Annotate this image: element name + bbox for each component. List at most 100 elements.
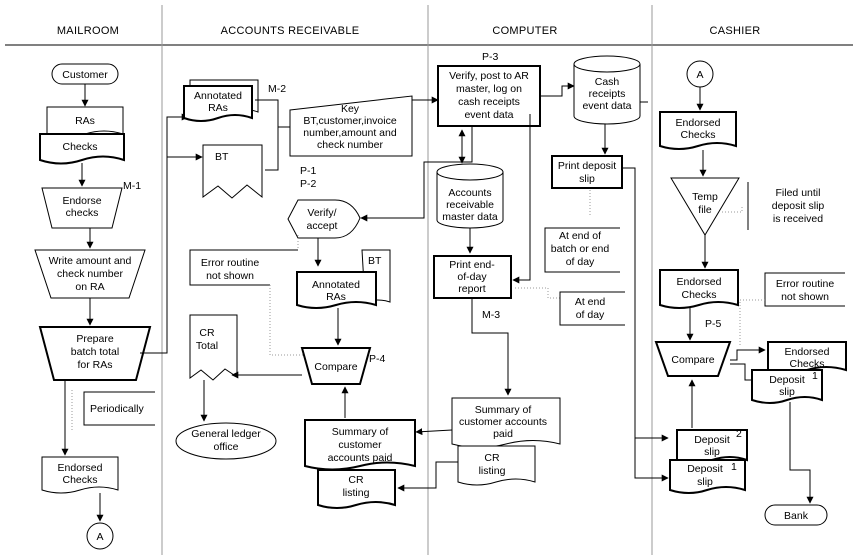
- temp-file-storage: Temp file: [670, 177, 740, 236]
- endorsed-checks-mailroom-label-1: Endorsed: [58, 462, 103, 474]
- cash-receipts-disk: Cash receipts event data: [573, 55, 641, 125]
- error-routine-annotation-ar: Error routine not shown: [189, 235, 305, 356]
- arrow-print-slip-deposit-1: [634, 438, 669, 482]
- annotated-ras-bottom-label-2: RAs: [326, 291, 346, 303]
- connector-a-cashier-label: A: [696, 69, 703, 81]
- lane-frame: [5, 5, 853, 555]
- write-amount-label-1: Write amount and: [49, 255, 132, 267]
- arrow-cr-listing-to-ar: [397, 461, 458, 492]
- compare-manual-op-ar: Compare: [300, 347, 372, 385]
- ref-p1: P-1: [300, 165, 317, 177]
- print-eod-label-2: of-day: [457, 271, 487, 283]
- key-note-label-1: Key: [341, 103, 360, 115]
- cr-listing-document-computer: CR listing: [457, 445, 536, 486]
- print-eod-report-process: Print end- of-day report: [433, 255, 512, 299]
- summary-paid-computer-label-2: customer accounts: [459, 416, 547, 428]
- at-end-batch-label-3: of day: [566, 256, 595, 268]
- filed-until-label-1: Filed until: [776, 187, 821, 199]
- endorsed-checks-document-mailroom: Endorsed Checks: [41, 456, 119, 494]
- verify-accept-label-2: accept: [307, 220, 338, 232]
- error-routine-ar-label-1: Error routine: [201, 257, 260, 269]
- endorse-checks-label-1: Endorse: [62, 195, 101, 207]
- endorsed-checks-mailroom-label-2: Checks: [62, 474, 97, 486]
- lane-header-computer: COMPUTER: [492, 25, 557, 37]
- arrow-cash-receipts-eod: [512, 114, 531, 284]
- deposit-slip-1-superscript: 1: [731, 461, 737, 473]
- verify-post-label-2: master, log on: [456, 83, 522, 95]
- print-eod-label-3: report: [458, 283, 486, 295]
- annotated-ras-top-label-2: RAs: [208, 102, 228, 114]
- general-ledger-label-1: General ledger: [191, 428, 261, 440]
- compare-ar-label: Compare: [314, 361, 357, 373]
- key-note-label-2: BT,customer,invoice: [303, 115, 397, 127]
- ref-m1: M-1: [123, 180, 141, 192]
- cash-receipts-label-1: Cash: [595, 76, 620, 88]
- summary-paid-document-ar: Summary of customer accounts paid: [304, 419, 416, 471]
- endorsed-checks-right-label-1: Endorsed: [785, 346, 830, 358]
- arrow-prepare-annotated-ras: [140, 113, 189, 354]
- deposit-slip-1-label-2: slip: [697, 476, 713, 488]
- ref-p5: P-5: [705, 318, 722, 330]
- ref-p4: P-4: [369, 353, 386, 365]
- ref-m3: M-3: [482, 309, 500, 321]
- temp-file-label-1: Temp: [692, 191, 718, 203]
- endorse-checks-label-2: checks: [66, 207, 99, 219]
- annotated-ras-top-label-1: Annotated: [194, 90, 242, 102]
- ref-m2: M-2: [268, 83, 286, 95]
- endorsed-checks-mid-label-1: Endorsed: [677, 276, 722, 288]
- at-end-day-label-1: At end: [575, 296, 606, 308]
- general-ledger-terminator: General ledger office: [175, 422, 277, 460]
- endorsed-checks-document-cashier-right: Endorsed Checks: [767, 341, 847, 374]
- annotated-ras-bottom-label-1: Annotated: [312, 279, 360, 291]
- filed-until-label-3: is received: [773, 213, 823, 225]
- cr-listing-computer-label-2: listing: [479, 465, 506, 477]
- at-end-batch-label-1: At end of: [559, 230, 601, 242]
- ras-label: RAs: [75, 115, 95, 127]
- arrow-eod-summary: [471, 298, 512, 396]
- endorsed-checks-top-label-2: Checks: [680, 129, 715, 141]
- ar-master-label-3: master data: [442, 211, 498, 223]
- lane-header-mailroom: MAILROOM: [57, 25, 119, 37]
- ar-master-label-1: Accounts: [448, 187, 491, 199]
- deposit-slip-1-document-right: Deposit slip 1: [751, 369, 823, 404]
- endorsed-checks-right-label-2: Checks: [789, 358, 824, 370]
- cr-listing-ar-label-1: CR: [348, 474, 364, 486]
- error-routine-cashier-label-1: Error routine: [776, 278, 835, 290]
- bank-label: Bank: [784, 510, 809, 522]
- compare-manual-op-cashier: Compare: [654, 341, 732, 377]
- endorsed-checks-top-label-1: Endorsed: [676, 117, 721, 129]
- bt-small-label: BT: [368, 255, 382, 267]
- write-amount-label-3: on RA: [75, 281, 104, 293]
- arrow-compare-endorsed-right: [730, 346, 766, 361]
- deposit-slip-right-label-2: slip: [779, 386, 795, 398]
- deposit-slip-1-document: Deposit slip 1: [669, 459, 746, 494]
- endorsed-checks-document-cashier-top: Endorsed Checks: [659, 111, 737, 150]
- verify-post-label-1: Verify, post to AR: [449, 70, 529, 82]
- cash-receipts-label-3: event data: [582, 100, 631, 112]
- deposit-slip-1-label-1: Deposit: [687, 463, 723, 475]
- line-bt-merge: [265, 126, 290, 171]
- deposit-slip-2-label-2: slip: [704, 446, 720, 458]
- ref-p2: P-2: [300, 178, 317, 190]
- verify-post-label-3: cash receipts: [458, 96, 520, 108]
- annotated-ras-document-top: Annotated RAs: [183, 79, 259, 122]
- arrow-summary-to-ar: [415, 428, 453, 436]
- at-end-day-annotation: At end of day: [515, 287, 625, 326]
- prepare-batch-manual-op: Prepare batch total for RAs: [38, 326, 152, 381]
- cr-listing-ar-label-2: listing: [343, 487, 370, 499]
- write-amount-label-2: check number: [57, 268, 123, 280]
- verify-accept-display: Verify/ accept: [287, 199, 361, 239]
- cr-listing-computer-label-1: CR: [484, 452, 500, 464]
- compare-cashier-label: Compare: [671, 354, 714, 366]
- line-ras-merge: [255, 99, 279, 127]
- summary-paid-document-computer: Summary of customer accounts paid: [451, 397, 561, 448]
- at-end-batch-label-2: batch or end: [551, 243, 610, 255]
- arrow-verify-post-to-verify-accept: [360, 127, 473, 222]
- customer-label: Customer: [62, 69, 108, 81]
- deposit-slip-2-superscript: 2: [736, 428, 742, 440]
- error-routine-ar-label-2: not shown: [206, 270, 254, 282]
- print-deposit-slip-process: Print deposit slip: [551, 155, 623, 189]
- verify-post-label-4: event data: [464, 109, 513, 121]
- connector-a-mailroom-label: A: [96, 531, 103, 543]
